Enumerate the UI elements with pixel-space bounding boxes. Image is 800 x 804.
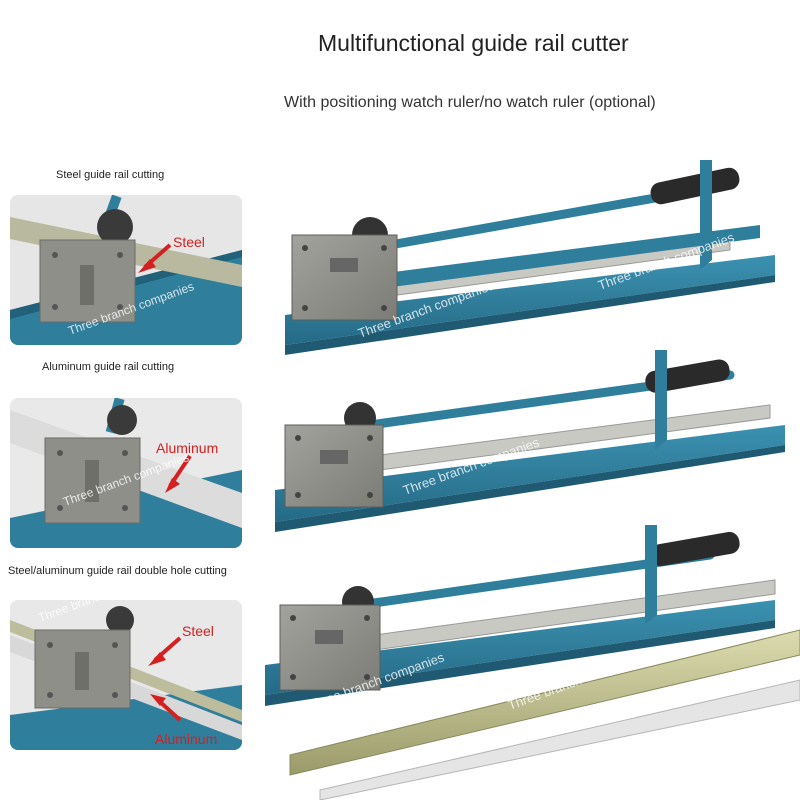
thumbnail-aluminum-cutting: Aluminum Three branch companies: [10, 398, 242, 548]
label-aluminum: Aluminum: [156, 440, 218, 456]
product-illustration: Three branch companies Three branch comp…: [260, 150, 800, 801]
steel-cutting-illustration: Steel Three branch companies: [10, 195, 242, 345]
aluminum-cutting-illustration: Aluminum Three branch companies: [10, 398, 242, 548]
caption-steel-cutting: Steel guide rail cutting: [56, 169, 165, 181]
thumbnail-double-hole-cutting: Steel Aluminum Three branch companies: [10, 600, 242, 750]
label-aluminum: Aluminum: [155, 731, 217, 747]
cutter-machine-1: Three branch companies Three branch comp…: [285, 160, 775, 355]
cutter-machine-2: Three branch companies: [275, 350, 785, 532]
page-title: Multifunctional guide rail cutter: [318, 30, 629, 56]
label-steel: Steel: [173, 234, 205, 250]
label-steel: Steel: [182, 623, 214, 639]
caption-double-hole-cutting: Steel/aluminum guide rail double hole cu…: [8, 565, 227, 577]
cutter-machine-3: Three branch companies Three branch comp…: [265, 525, 800, 801]
double-hole-cutting-illustration: Steel Aluminum Three branch companies: [10, 600, 242, 750]
page-subtitle: With positioning watch ruler/no watch ru…: [284, 94, 656, 111]
thumbnail-steel-cutting: Steel Three branch companies: [10, 195, 242, 345]
cutter-machines-svg: Three branch companies Three branch comp…: [265, 160, 800, 801]
caption-aluminum-cutting: Aluminum guide rail cutting: [42, 361, 175, 373]
